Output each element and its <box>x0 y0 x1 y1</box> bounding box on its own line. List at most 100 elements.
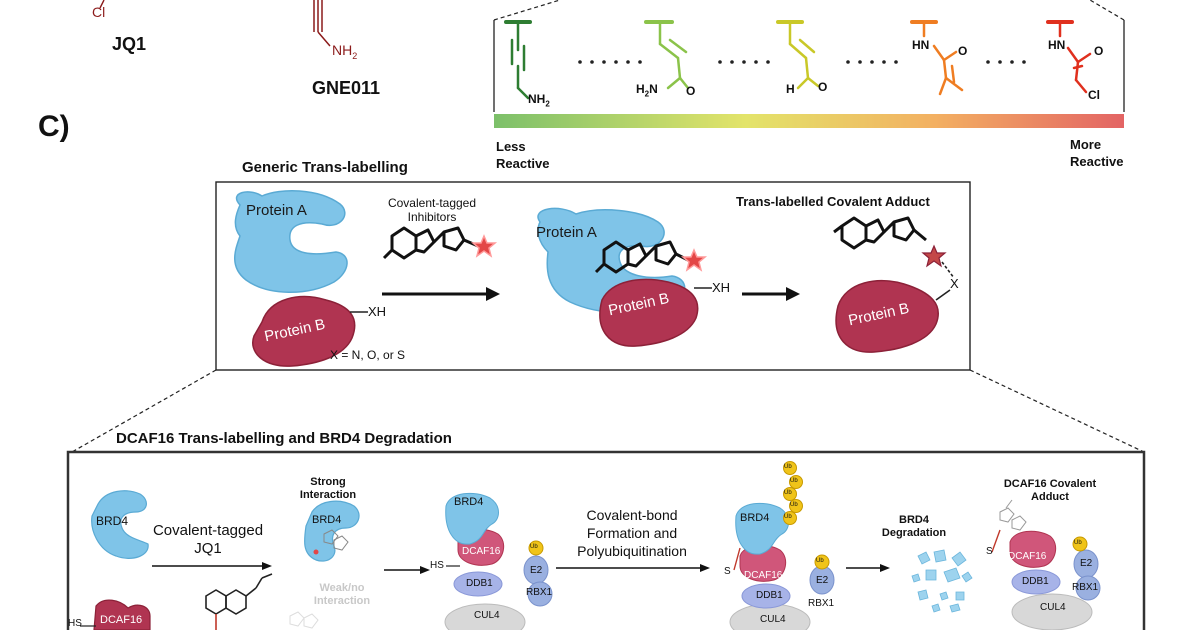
ub-label-1: Ub <box>530 544 538 550</box>
inhibitor-molecule <box>382 226 479 260</box>
ub-chain-label-5: Ub <box>784 514 792 520</box>
ub-label-2: Ub <box>816 558 824 564</box>
warhead-dots <box>578 60 1026 64</box>
cl-label: Cl <box>92 4 106 20</box>
xh-complex-label: XH <box>712 280 731 295</box>
rbx1-label-2: RBX1 <box>808 598 835 609</box>
adduct-title: Trans-labelled Covalent Adduct <box>736 194 930 209</box>
dcaf16-label-2: DCAF16 <box>462 546 501 557</box>
ddb1-label-3: DDB1 <box>1022 576 1049 587</box>
warhead-acrylamide <box>644 20 690 90</box>
fluorophore-star <box>470 234 498 258</box>
xh-label: XH <box>368 304 387 319</box>
jq1-label: JQ1 <box>112 34 147 54</box>
cul4-label-1: CUL4 <box>474 610 500 621</box>
dcaf16-shape-1 <box>93 599 151 630</box>
weak-jq1-sketch <box>289 611 319 629</box>
protein-a-shape <box>234 190 348 293</box>
inhibitor-molecule-adduct <box>833 216 927 250</box>
reactivity-gradient-bar <box>494 114 1124 128</box>
ub-chain-label-1: Ub <box>784 464 792 470</box>
warhead1-nh2: NH2 <box>528 92 550 109</box>
brd4-label-4: BRD4 <box>740 512 770 524</box>
ternary-complex-2 <box>729 461 835 630</box>
cul4-label-2: CUL4 <box>760 614 786 625</box>
panel-letter: C) <box>38 110 70 143</box>
s-label-1: S <box>724 566 731 577</box>
adduct-bond <box>935 289 951 301</box>
gne-nh2-label: NH2 <box>332 42 358 61</box>
fluorophore-star-bound <box>680 248 708 272</box>
arrow-step1-head <box>486 287 500 301</box>
dcaf16-label-4: DCAF16 <box>1008 551 1047 562</box>
ddb1-label-1: DDB1 <box>466 578 493 589</box>
s-label-2: S <box>986 546 993 557</box>
arrow-ternary-head <box>420 566 430 574</box>
gne011-label: GNE011 <box>312 78 381 98</box>
rbx1-label-1: RBX1 <box>526 587 553 598</box>
jq1-bound-sketch <box>323 529 349 551</box>
warhead4-o: O <box>958 44 968 58</box>
brd4-label-3: BRD4 <box>454 496 484 508</box>
arrow-degradation-head <box>880 564 890 572</box>
warhead-alkyne-amine <box>504 20 532 100</box>
warhead5-o: O <box>1094 44 1104 58</box>
protein-b-adduct-shape <box>835 279 939 353</box>
warhead5-hn: HN <box>1048 38 1066 52</box>
ub-chain-label-2: Ub <box>790 478 798 484</box>
rbx1-label-3: RBX1 <box>1072 582 1099 593</box>
e2-label-1: E2 <box>530 565 543 576</box>
zoom-line-left <box>493 0 561 21</box>
cul4-label-3: CUL4 <box>1040 602 1066 613</box>
brd4-fragments <box>911 549 973 613</box>
warhead4-hn: HN <box>912 38 930 52</box>
arrow-step2-head <box>786 287 800 301</box>
warhead3-o: O <box>818 80 828 94</box>
brd4-label-2: BRD4 <box>312 514 342 526</box>
jq1-fragment <box>99 0 105 9</box>
protein-a-complex-label: Protein A <box>536 224 597 241</box>
gne011-structure <box>313 0 331 47</box>
dcaf16-label-1: DCAF16 <box>100 614 143 626</box>
jq1-structure <box>205 573 273 630</box>
adduct-linker <box>941 261 955 279</box>
arrow-covalent-head <box>700 564 710 572</box>
zoom-line-right <box>1089 0 1125 21</box>
brd4-shape-1 <box>91 490 149 559</box>
warhead-chloroacetamide <box>1046 20 1092 94</box>
hs-label-1: HS <box>68 618 82 629</box>
warhead-acrylamide-nh <box>910 20 964 96</box>
zoom-line-lower-right <box>969 369 1145 453</box>
protein-b-complex-shape <box>599 278 699 347</box>
protein-a-label: Protein A <box>246 202 307 219</box>
x-atom-label: X <box>950 276 959 291</box>
e2-label-3: E2 <box>1080 558 1093 569</box>
ub-chain-label-3: Ub <box>784 490 792 496</box>
warhead2-h2n: H2N <box>636 82 658 99</box>
hs-label-2: HS <box>430 560 444 571</box>
warhead5-cl: Cl <box>1088 88 1100 102</box>
brd4-shape-2 <box>303 500 360 562</box>
ub-label-3: Ub <box>1074 540 1082 546</box>
e2-label-2: E2 <box>816 575 829 586</box>
fluorophore-star-adduct <box>921 244 947 268</box>
ub-chain-label-4: Ub <box>790 502 798 508</box>
generic-panel-border <box>215 181 971 371</box>
jq1-bound-tag <box>313 549 319 555</box>
protein-b-shape <box>252 295 356 367</box>
ddb1-label-2: DDB1 <box>756 590 783 601</box>
dcaf16-label-3: DCAF16 <box>744 570 783 581</box>
warhead2-o: O <box>686 84 696 98</box>
dcaf16-panel-border <box>66 450 1146 630</box>
dcaf16-title: DCAF16 Trans-labelling and BRD4 Degradat… <box>116 430 452 447</box>
